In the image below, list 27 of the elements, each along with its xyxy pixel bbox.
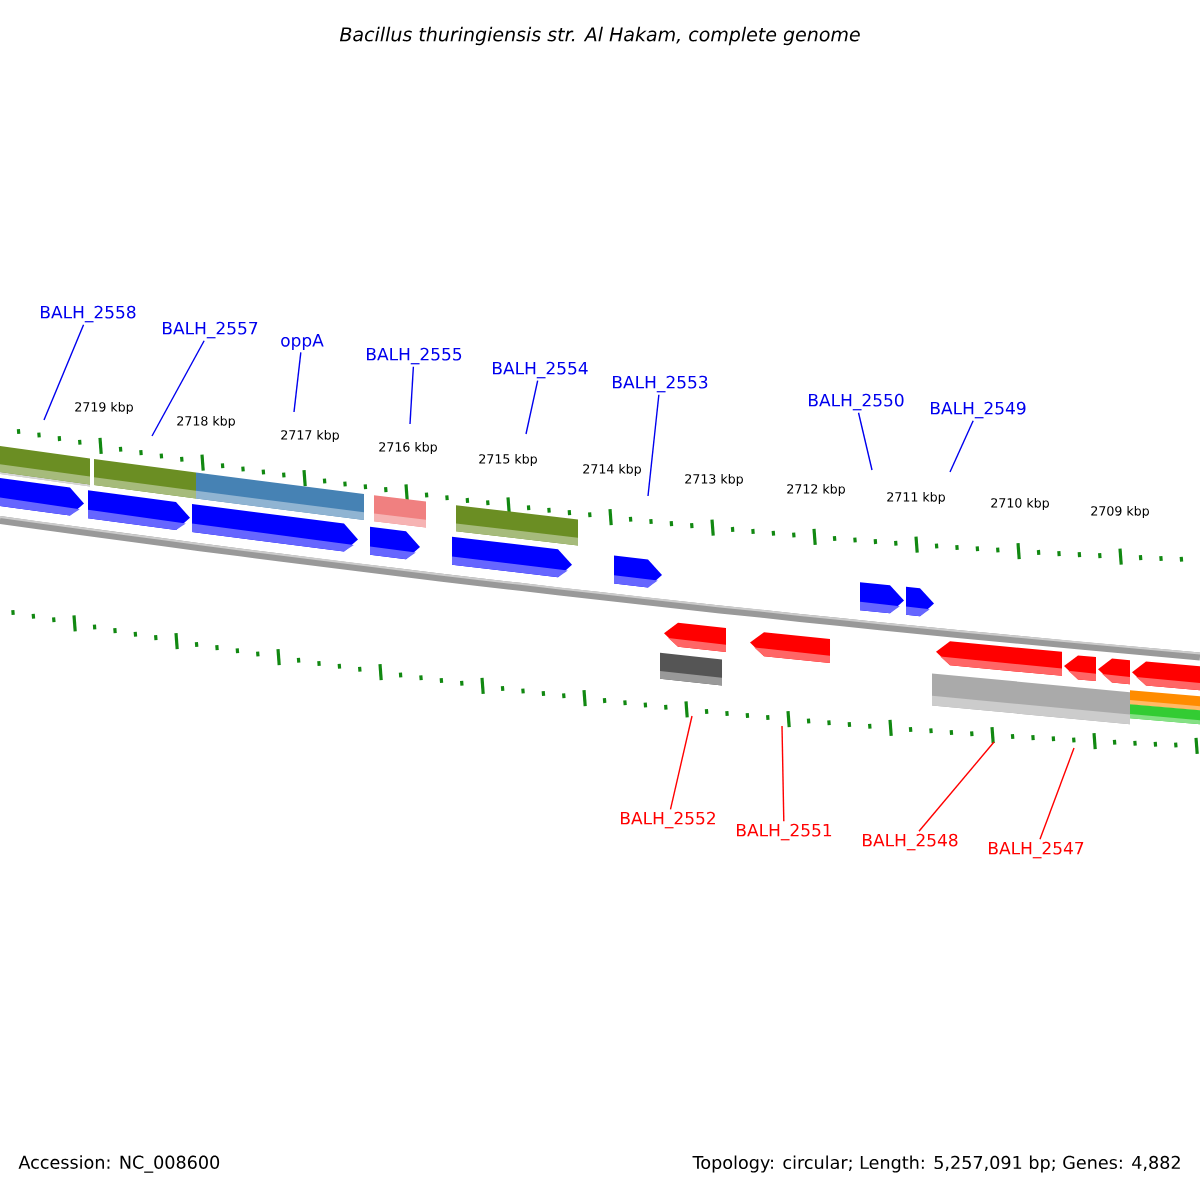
leader-line [151,340,205,437]
gene-label: BALH_2552 [621,811,715,829]
leader-line [647,394,660,497]
accession-label: Accession: NC_008600 [18,1155,220,1173]
gene-label: BALH_2558 [41,305,136,323]
gene-label: BALH_2557 [163,321,258,339]
leader-line [43,324,85,421]
gene-label: BALH_2554 [493,361,588,379]
leader-line [409,366,415,425]
leader-line [669,715,693,810]
leader-line [918,741,995,832]
gene-label: BALH_2548 [863,833,958,851]
leader-line [1039,747,1075,840]
gene-label: BALH_2549 [931,401,1026,419]
gene-label: oppA [281,334,324,350]
leader-line [857,412,873,471]
gene-label: BALH_2553 [613,375,708,393]
genome-info-label: Topology: circular; Length: 5,257,091 bp; Genes: 4,882 [692,1155,1180,1173]
leader-line [525,380,539,435]
gene-label: BALH_2547 [989,841,1084,859]
leader-line [781,725,785,822]
gene-label: BALH_2555 [367,347,462,365]
gene-label: BALH_2551 [737,823,832,841]
leader-line [949,420,974,473]
gene-label: BALH_2550 [809,393,904,411]
leader-line [293,351,302,413]
title: Bacillus thuringiensis str. Al Hakam, complete genome [339,26,860,46]
